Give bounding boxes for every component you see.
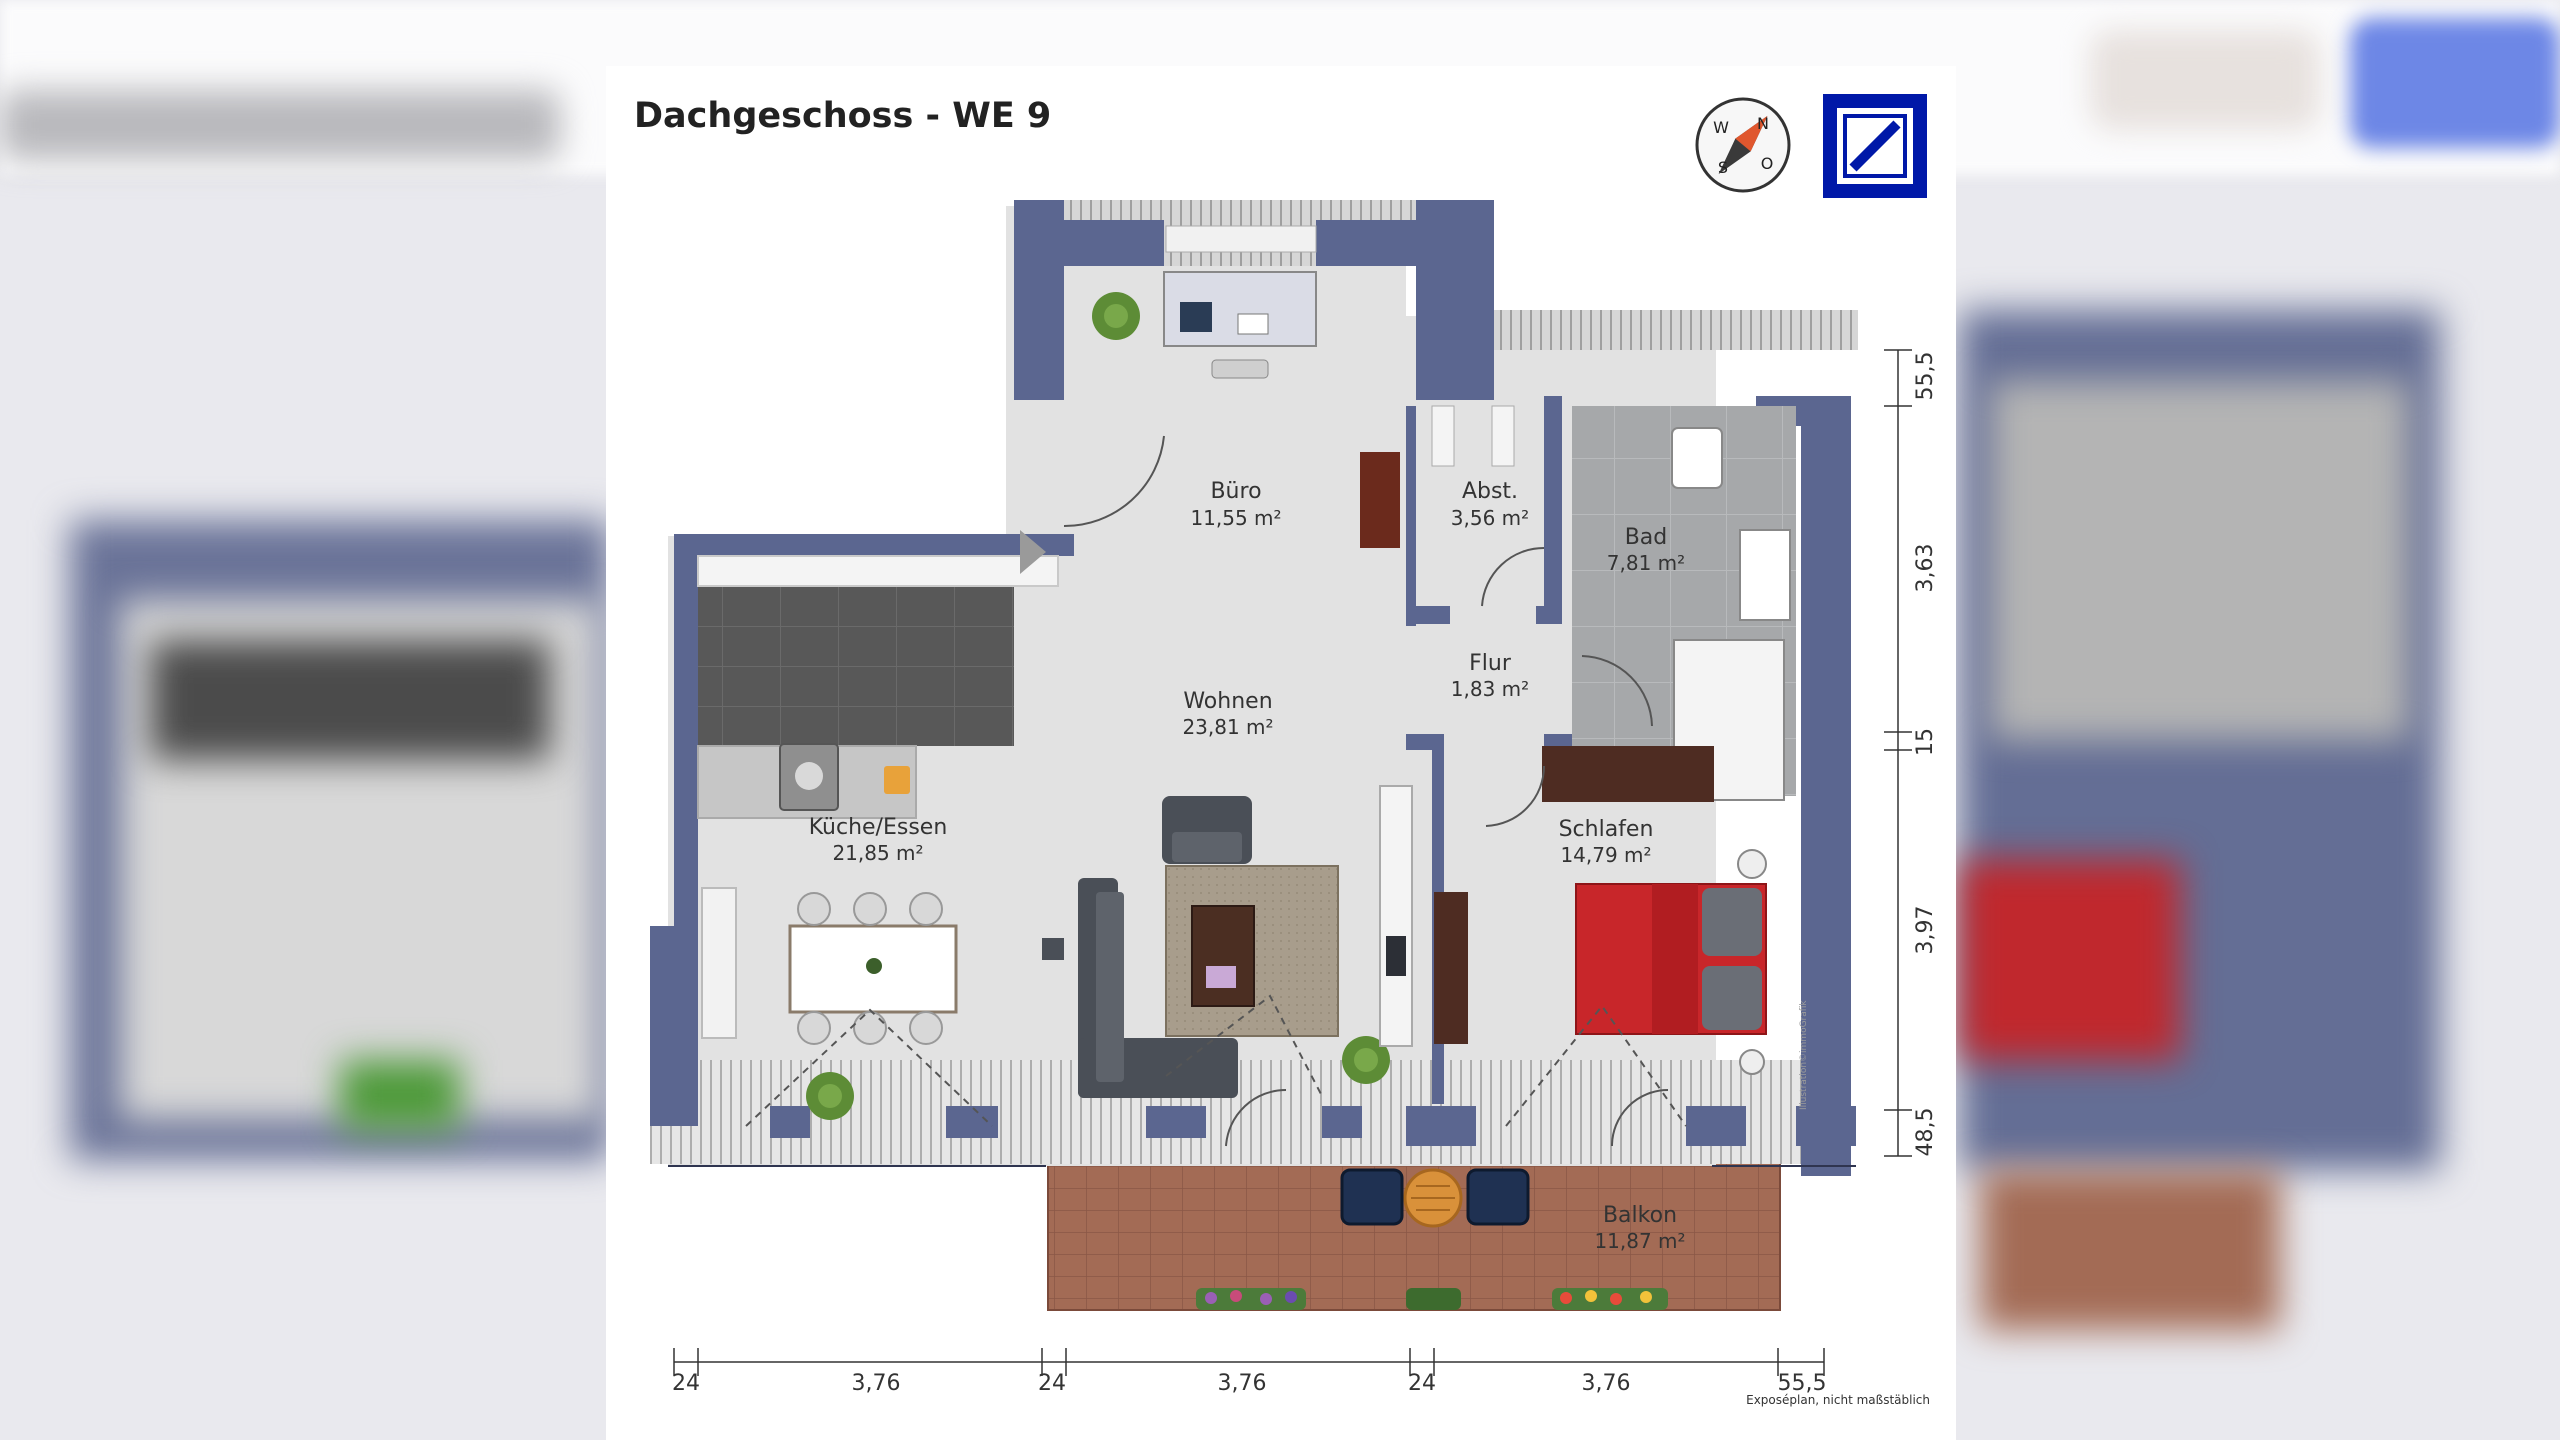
kitchen-tile-floor: [698, 586, 1014, 746]
plan-title: Dachgeschoss - WE 9: [634, 96, 1052, 136]
room-name-balkon: Balkon: [1603, 1203, 1677, 1228]
blurred-right-balcony: [1980, 1170, 2280, 1330]
compass-letter-s: S: [1718, 158, 1728, 177]
room-name-buero: Büro: [1210, 479, 1261, 504]
room-name-abst: Abst.: [1462, 479, 1518, 504]
dim-right-5: 48,5: [1913, 1108, 1938, 1157]
office-shelf: [1360, 452, 1400, 548]
bank-logo: [1823, 94, 1927, 198]
fruit-bowl-icon: [884, 766, 910, 794]
sink-icon: [795, 762, 823, 790]
floor-plan: Büro 11,55 m² Abst. 3,56 m² Bad 7,81 m² …: [650, 200, 1938, 1396]
room-area-buero: 11,55 m²: [1190, 506, 1281, 530]
roof-slope-top-bad: [1488, 310, 1858, 350]
sideboard: [701, 887, 737, 1039]
room-area-bad: 7,81 m²: [1607, 551, 1685, 575]
room-area-schlafen: 14,79 m²: [1560, 843, 1651, 867]
room-area-abst: 3,56 m²: [1451, 506, 1529, 530]
dim-bottom-7: 55,5: [1778, 1371, 1827, 1396]
dim-bottom-6: 3,76: [1582, 1371, 1631, 1396]
entrance-arrow-icon: [1020, 530, 1046, 574]
bed-icon: [1575, 883, 1767, 1035]
balcony-flowers: [1196, 1288, 1668, 1310]
blurred-button-primary: [2350, 18, 2560, 148]
dimension-line-bottom: [673, 1348, 1825, 1376]
dim-right-3: 15: [1913, 728, 1938, 756]
room-area-wohnen: 23,81 m²: [1182, 715, 1273, 739]
blurred-left-dark: [150, 640, 550, 760]
kitchen-counter: [697, 555, 1059, 587]
compass-icon: W N O S: [1695, 97, 1791, 193]
desk-bedroom: [1434, 892, 1468, 1044]
compass-letter-w: W: [1713, 118, 1729, 137]
compass-letter-n: N: [1757, 114, 1769, 133]
blurred-button-secondary: [2090, 30, 2320, 130]
blurred-right-bath: [1990, 380, 2410, 740]
dim-right-1: 55,5: [1913, 352, 1938, 401]
room-name-bad: Bad: [1625, 525, 1668, 550]
blurred-right-bed: [1960, 860, 2180, 1060]
dim-bottom-2: 3,76: [852, 1371, 901, 1396]
dim-right-4: 3,97: [1913, 906, 1938, 955]
footnote: Exposéplan, nicht maßstäblich: [1746, 1393, 1930, 1407]
living-room-furniture: [1042, 796, 1339, 1098]
blurred-left-plant: [340, 1060, 460, 1130]
dim-bottom-4: 3,76: [1218, 1371, 1267, 1396]
storage-appliance: [1431, 405, 1455, 467]
compass-letter-o: O: [1761, 154, 1774, 173]
room-name-kueche: Küche/Essen: [809, 815, 948, 840]
balcony-floor: [1047, 1145, 1781, 1311]
dimension-line-right: [1884, 349, 1912, 1157]
floor-plan-card: Dachgeschoss - WE 9: [606, 66, 1956, 1440]
dim-right-2: 3,63: [1913, 544, 1938, 593]
plant-icon: [806, 292, 1390, 1120]
office-desk: [1163, 225, 1317, 379]
window-cones: [745, 994, 1687, 1127]
room-name-schlafen: Schlafen: [1559, 817, 1654, 842]
nightstand-lamp-icon: [1737, 849, 1767, 879]
dining-table: [788, 892, 958, 1045]
room-area-balkon: 11,87 m²: [1594, 1229, 1685, 1253]
room-area-flur: 1,83 m²: [1451, 677, 1529, 701]
nightstand-lamp-icon-2: [1739, 1049, 1765, 1075]
room-name-wohnen: Wohnen: [1183, 689, 1272, 714]
washbasin-icon: [1739, 529, 1791, 621]
logo-mark-icon: [1837, 108, 1913, 184]
room-area-kueche: 21,85 m²: [832, 841, 923, 865]
blurred-title: [0, 90, 560, 160]
storage-appliance-2: [1491, 405, 1515, 467]
dim-bottom-3: 24: [1038, 1371, 1066, 1396]
dim-bottom-1: 24: [672, 1371, 700, 1396]
toilet-icon: [1671, 427, 1723, 489]
tv-cabinet: [1379, 785, 1413, 1047]
room-name-flur: Flur: [1469, 651, 1512, 676]
wardrobe: [1542, 746, 1714, 802]
door-swings: [1063, 435, 1669, 1147]
tv-icon: [1386, 936, 1406, 976]
dim-bottom-5: 24: [1408, 1371, 1436, 1396]
balcony-furniture: [1340, 1168, 1530, 1228]
watermark: Illustration©immoGrafik: [1799, 1000, 1809, 1110]
